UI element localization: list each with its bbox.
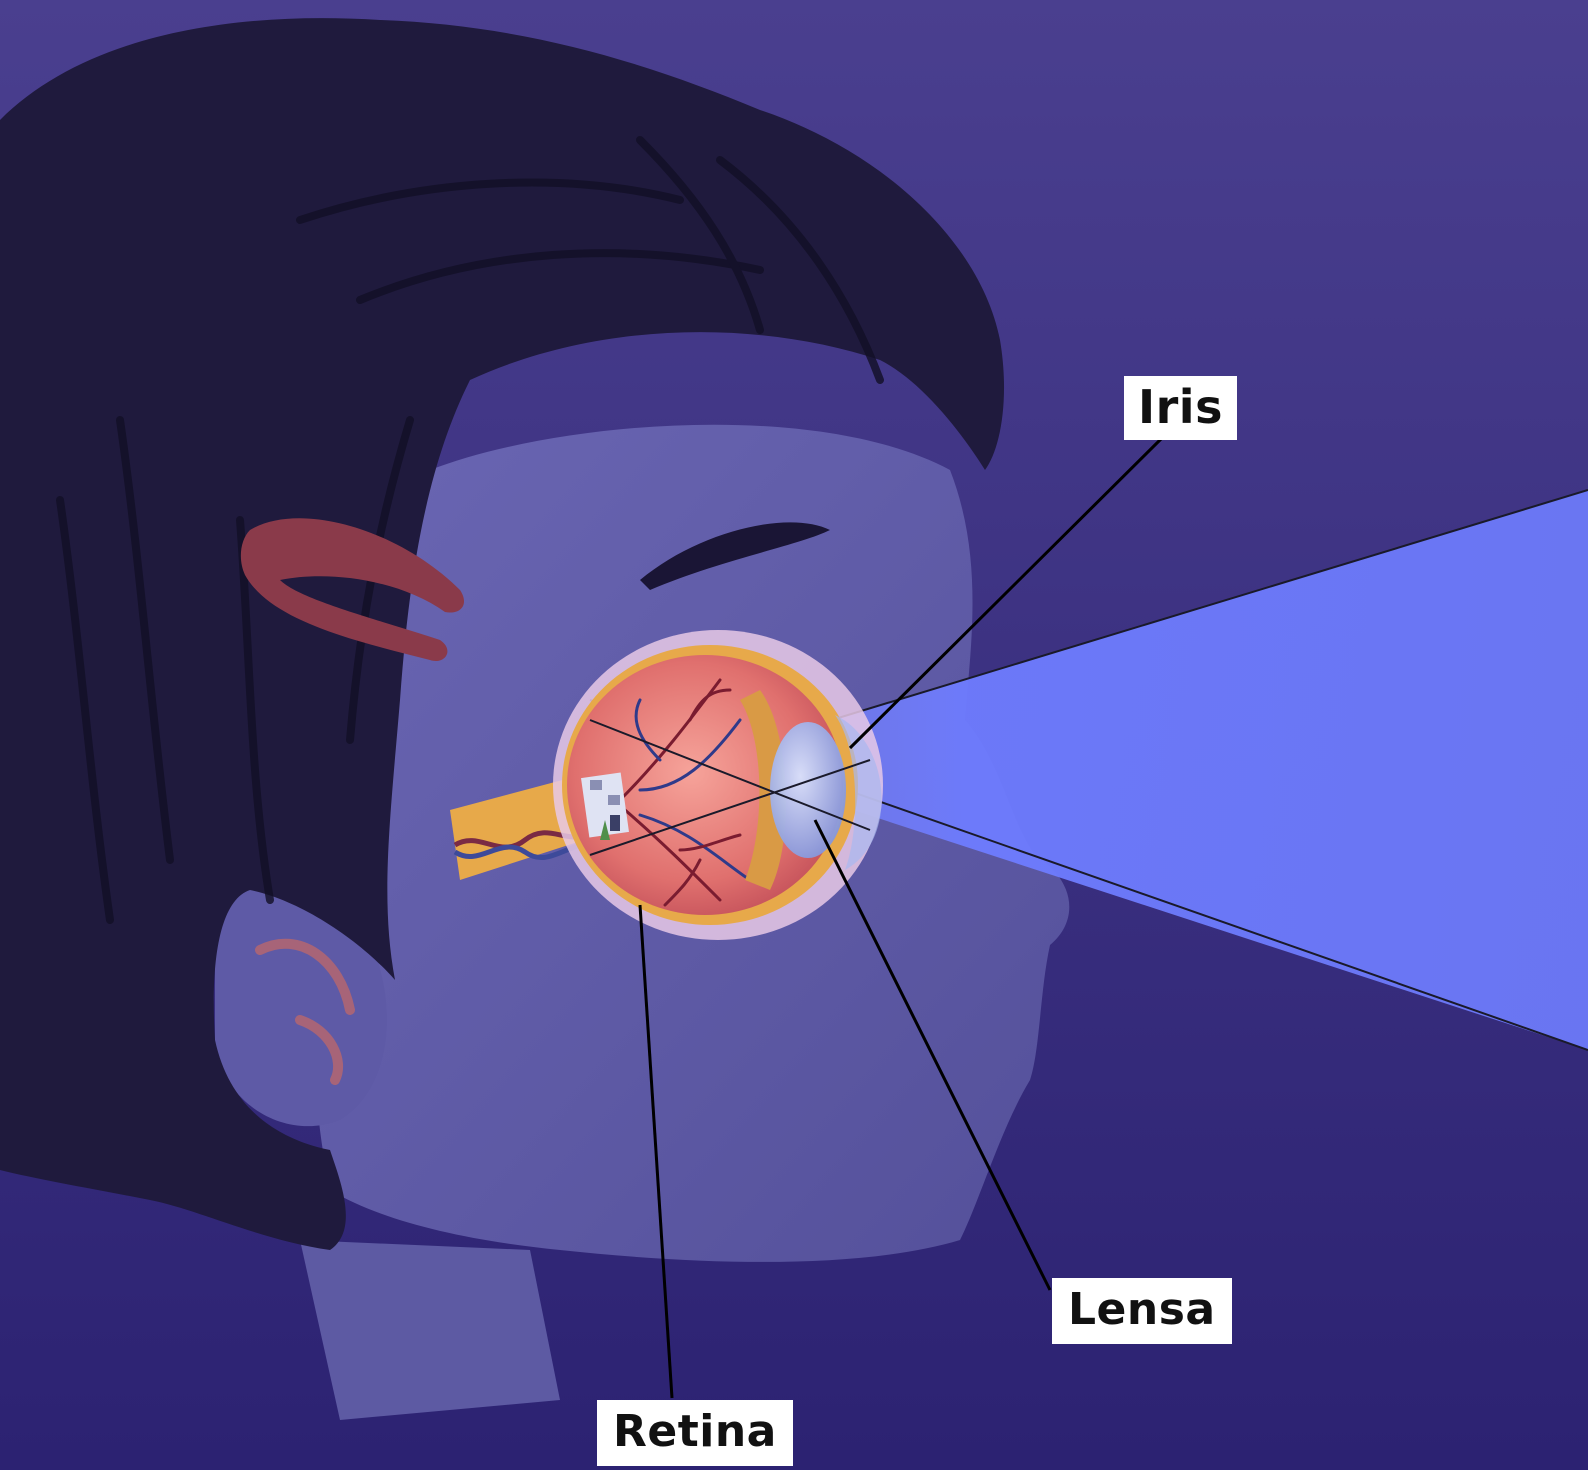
neck (300, 1240, 560, 1420)
label-iris: Iris (1124, 376, 1237, 440)
label-lensa: Lensa (1052, 1278, 1232, 1344)
label-retina: Retina (597, 1400, 793, 1466)
